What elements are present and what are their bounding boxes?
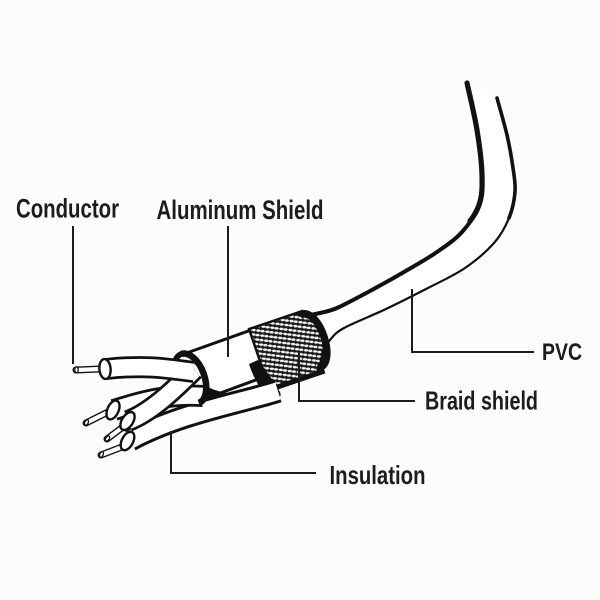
svg-text:Braid shield: Braid shield [425, 386, 538, 416]
svg-text:Conductor: Conductor [16, 194, 119, 224]
svg-text:PVC: PVC [542, 339, 582, 366]
svg-text:Insulation: Insulation [330, 460, 426, 490]
svg-text:Aluminum Shield: Aluminum Shield [157, 195, 324, 225]
